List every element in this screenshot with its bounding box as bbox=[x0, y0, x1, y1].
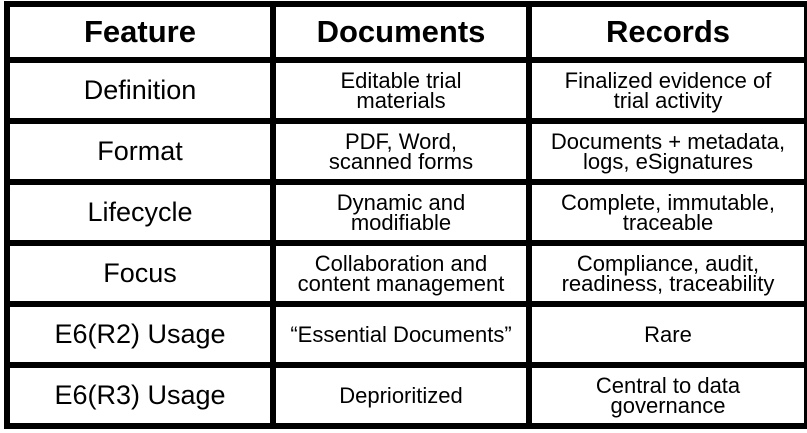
table-row: E6(R3) Usage Deprioritized Central to data… bbox=[4, 362, 807, 429]
cell-line: scanned forms bbox=[328, 148, 474, 174]
cell-line: Editable trial bbox=[340, 67, 462, 93]
documents-cell: “Essential Documents” bbox=[270, 301, 532, 368]
cell-line: “Essential Documents” bbox=[290, 321, 512, 347]
cell-line: content management bbox=[297, 270, 505, 296]
records-cell: Documents + metadata,logs, eSignatures bbox=[526, 118, 807, 185]
cell-line: Finalized evidence of bbox=[564, 67, 772, 93]
cell-line: Rare bbox=[644, 321, 692, 347]
cell-line: governance bbox=[610, 392, 726, 418]
header-documents: Documents bbox=[270, 1, 532, 63]
header-row: Feature Documents Records bbox=[4, 1, 807, 63]
table-row: E6(R2) Usage “Essential Documents” Rare bbox=[4, 301, 807, 368]
cell-line: Dynamic and bbox=[336, 189, 466, 215]
cell-line: Compliance, audit, bbox=[576, 250, 760, 276]
feature-cell: E6(R2) Usage bbox=[4, 301, 276, 368]
cell-line: Central to data bbox=[595, 372, 741, 398]
cell-line: modifiable bbox=[350, 209, 452, 235]
feature-cell: Focus bbox=[4, 240, 276, 307]
header-feature: Feature bbox=[4, 1, 276, 63]
cell-line: Documents + metadata, bbox=[550, 128, 786, 154]
header-records: Records bbox=[526, 1, 807, 63]
cell-line: Collaboration and bbox=[314, 250, 488, 276]
cell-line: materials bbox=[356, 87, 446, 113]
cell-line: Deprioritized bbox=[339, 382, 463, 408]
cell-line: trial activity bbox=[613, 87, 723, 113]
feature-cell: Format bbox=[4, 118, 276, 185]
feature-cell: Lifecycle bbox=[4, 179, 276, 246]
documents-cell: Deprioritized bbox=[270, 362, 532, 429]
records-cell: Complete, immutable,traceable bbox=[526, 179, 807, 246]
cell-line: logs, eSignatures bbox=[583, 148, 753, 174]
cell-line: readiness, traceability bbox=[561, 270, 775, 296]
documents-cell: PDF, Word,scanned forms bbox=[270, 118, 532, 185]
cell-line: PDF, Word, bbox=[344, 128, 458, 154]
cell-line: traceable bbox=[622, 209, 714, 235]
records-cell: Rare bbox=[526, 301, 807, 368]
feature-cell: Definition bbox=[4, 57, 276, 124]
feature-cell: E6(R3) Usage bbox=[4, 362, 276, 429]
records-cell: Compliance, audit,readiness, traceabilit… bbox=[526, 240, 807, 307]
cell-line: Complete, immutable, bbox=[561, 189, 775, 215]
